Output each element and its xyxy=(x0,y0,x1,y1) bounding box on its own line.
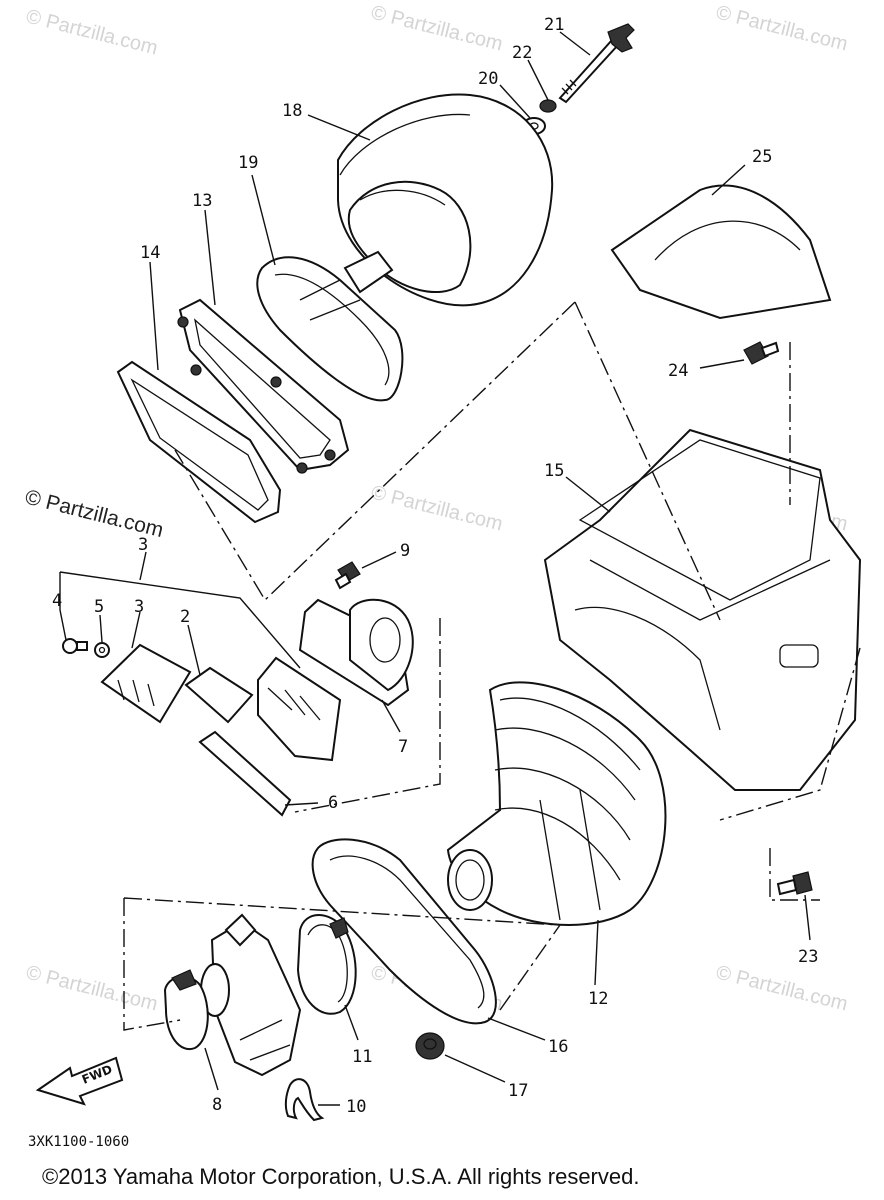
reed-stopper-2 xyxy=(184,666,254,724)
callout-22: 22 xyxy=(512,43,532,63)
callout-4: 4 xyxy=(52,591,62,611)
watermark-text: © Partzilla.com xyxy=(24,6,160,60)
carburetor xyxy=(200,913,302,1077)
callout-16: 16 xyxy=(548,1037,568,1057)
clamp-11 xyxy=(296,914,357,1015)
callout-9: 9 xyxy=(400,541,410,561)
carburetor-joint-7 xyxy=(298,598,414,707)
watermark-text: © Partzilla.com xyxy=(369,2,505,56)
callout-15: 15 xyxy=(544,461,564,481)
callout-3-top: 3 xyxy=(138,535,148,555)
callout-19: 19 xyxy=(238,153,258,173)
watermark-text: © Partzilla.com xyxy=(24,962,160,1016)
callouts: 21 22 20 18 25 19 13 14 24 15 9 3 4 5 3 … xyxy=(52,15,818,1117)
screw-4 xyxy=(62,638,88,654)
callout-13: 13 xyxy=(192,191,212,211)
callout-17: 17 xyxy=(508,1081,528,1101)
forward-arrow-icon: FWD xyxy=(35,1056,124,1106)
reed-valve-petal-3 xyxy=(100,643,192,724)
callout-24: 24 xyxy=(668,361,688,381)
copyright-notice: ©2013 Yamaha Motor Corporation, U.S.A. A… xyxy=(42,1164,639,1189)
gasket-14 xyxy=(116,360,282,524)
callout-7: 7 xyxy=(398,737,408,757)
watermark-text-dark: © Partzilla.com xyxy=(23,486,166,543)
callout-5: 5 xyxy=(94,597,104,617)
callout-23: 23 xyxy=(798,947,818,967)
callout-6: 6 xyxy=(328,793,338,813)
watermark-text: © Partzilla.com xyxy=(369,482,505,536)
callout-8: 8 xyxy=(212,1095,222,1115)
cap-17 xyxy=(415,1032,445,1060)
watermark-text: © Partzilla.com xyxy=(714,2,850,56)
callout-21: 21 xyxy=(544,15,564,35)
callout-12: 12 xyxy=(588,989,608,1009)
plate-13 xyxy=(177,298,350,474)
gasket-6 xyxy=(198,730,292,817)
clip-10 xyxy=(284,1078,325,1122)
bolt-21 xyxy=(558,23,635,104)
callout-18: 18 xyxy=(282,101,302,121)
air-duct-joint-12 xyxy=(446,681,667,926)
gasket-16 xyxy=(311,838,497,1025)
callout-2: 2 xyxy=(180,607,190,627)
callout-3: 3 xyxy=(134,597,144,617)
clamp-8 xyxy=(163,969,209,1051)
bolt-24 xyxy=(743,341,780,365)
bolt-9 xyxy=(334,561,361,590)
leader-lines xyxy=(59,31,811,1106)
reed-valve-body-3 xyxy=(257,656,342,762)
bolt-23 xyxy=(776,871,813,896)
watermark-text: © Partzilla.com xyxy=(714,962,850,1016)
callout-20: 20 xyxy=(478,69,498,89)
nut-22 xyxy=(539,99,557,113)
callout-10: 10 xyxy=(346,1097,366,1117)
washer-5 xyxy=(94,642,110,658)
assembly-lines xyxy=(59,301,861,1031)
air-box-15 xyxy=(543,428,862,791)
diagram-code: 3XK1100-1060 xyxy=(28,1134,129,1150)
filter-guide-19 xyxy=(256,250,404,402)
callout-25: 25 xyxy=(752,147,772,167)
side-cover-25 xyxy=(610,184,832,320)
callout-14: 14 xyxy=(140,243,160,263)
callout-11: 11 xyxy=(352,1047,372,1067)
